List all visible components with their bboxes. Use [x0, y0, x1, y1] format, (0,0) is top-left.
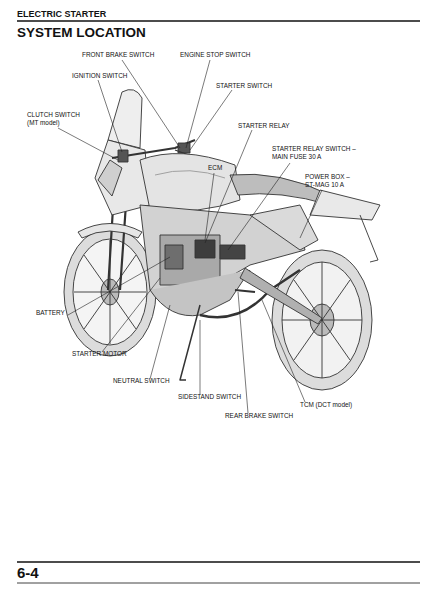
part-label: IGNITION SWITCH — [72, 72, 127, 80]
part-label: STARTER RELAY SWITCH – MAIN FUSE 30 A — [272, 145, 362, 160]
leader-line — [228, 163, 290, 250]
part-label: REAR BRAKE SWITCH — [225, 412, 293, 420]
part-label: NEUTRAL SWITCH — [113, 377, 170, 385]
leader-line — [98, 80, 122, 152]
part-label: BATTERY — [36, 309, 65, 317]
footer-rule — [17, 583, 420, 584]
part-label: POWER BOX – ST-MAG 10 A — [305, 173, 357, 188]
part-label: TCM (DCT model) — [300, 401, 352, 409]
part-label: STARTER SWITCH — [216, 82, 272, 90]
part-label: SIDESTAND SWITCH — [178, 393, 241, 401]
motorcycle-drawing — [64, 90, 380, 390]
leader-line — [186, 60, 210, 148]
leader-lines — [58, 60, 322, 413]
footer-rule — [17, 561, 420, 562]
leader-line — [58, 128, 118, 160]
leader-line — [205, 173, 214, 240]
leader-line — [262, 300, 305, 402]
leader-line — [190, 90, 232, 150]
page-title: SYSTEM LOCATION — [17, 25, 146, 40]
part-label: STARTER RELAY — [238, 122, 290, 130]
part-label: FRONT BRAKE SWITCH — [82, 51, 154, 59]
leader-line — [200, 320, 201, 394]
leader-line — [122, 60, 180, 148]
part-label: STARTER MOTOR — [72, 350, 127, 358]
leader-line — [300, 190, 322, 238]
page-number: 6-4 — [17, 565, 39, 581]
leader-line — [150, 305, 170, 379]
header-rule — [17, 20, 420, 21]
section-header: ELECTRIC STARTER — [17, 9, 106, 19]
part-label: ENGINE STOP SWITCH — [180, 51, 250, 59]
leader-line — [68, 257, 170, 315]
part-label: CLUTCH SWITCH (MT model) — [27, 111, 82, 126]
part-label: ECM — [208, 164, 222, 172]
leader-line — [102, 278, 160, 352]
